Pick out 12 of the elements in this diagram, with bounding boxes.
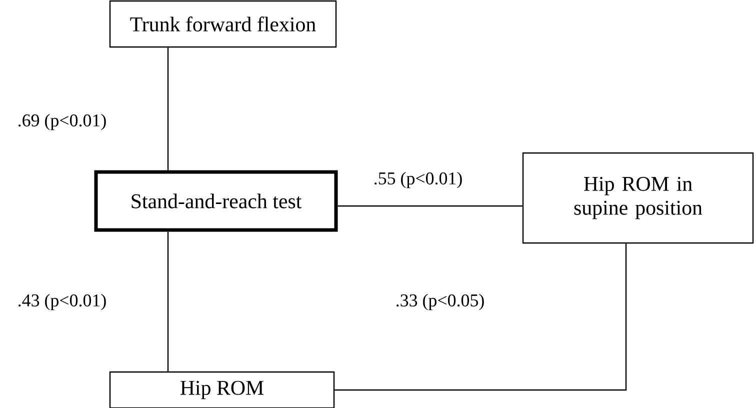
connector-line bbox=[167, 232, 169, 372]
box: Hip ROM in supine position bbox=[522, 152, 754, 244]
edge-label: .55 (p<0.01) bbox=[372, 170, 464, 190]
box: Hip ROM bbox=[109, 371, 335, 408]
edge-label: .33 (p<0.05) bbox=[394, 292, 486, 312]
box: Trunk forward flexion bbox=[109, 0, 337, 48]
connector-line bbox=[334, 244, 627, 391]
edge-label: .43 (p<0.01) bbox=[16, 292, 108, 312]
box: Stand-and-reach test bbox=[94, 170, 338, 232]
edge-label: .69 (p<0.01) bbox=[16, 112, 108, 132]
connector-line bbox=[167, 48, 169, 170]
connector-line bbox=[338, 205, 522, 207]
